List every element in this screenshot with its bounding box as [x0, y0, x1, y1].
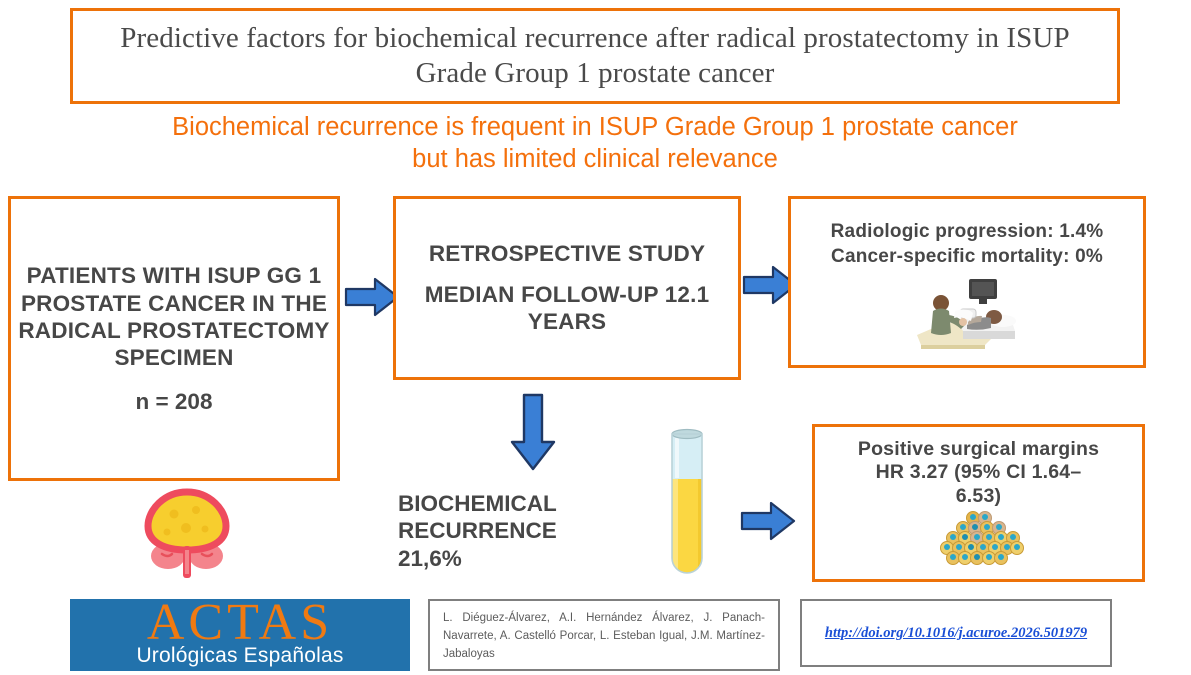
authors-list: L. Diéguez-Álvarez, A.I. Hernández Álvar… [443, 612, 765, 660]
subtitle: Biochemical recurrence is frequent in IS… [70, 112, 1120, 176]
test-tube-icon [660, 424, 714, 589]
recurrence-label: BIOCHEMICAL RECURRENCE 21,6% [398, 490, 648, 572]
arrow-right-icon [740, 500, 796, 547]
study-line-1: RETROSPECTIVE STUDY [428, 241, 706, 267]
recurrence-line-1: BIOCHEMICAL [398, 491, 557, 516]
doi-box: http://doi.org/10.1016/j.acuroe.2026.501… [800, 599, 1112, 667]
logo-subtitle: Urológicas Españolas [136, 644, 344, 668]
study-box: RETROSPECTIVE STUDY MEDIAN FOLLOW-UP 12.… [393, 196, 741, 380]
logo-title: ACTAS [146, 599, 334, 651]
page-title: Predictive factors for biochemical recur… [120, 21, 1070, 89]
arrow-right-icon [742, 264, 798, 311]
patients-heading: PATIENTS WITH ISUP GG 1 PROSTATE CANCER … [18, 263, 330, 371]
journal-logo: ACTAS Urológicas Españolas [70, 599, 410, 671]
study-line-2: MEDIAN FOLLOW-UP 12.1 YEARS [424, 281, 710, 335]
doi-link[interactable]: http://doi.org/10.1016/j.acuroe.2026.501… [824, 624, 1088, 641]
recurrence-line-2: RECURRENCE [398, 518, 557, 544]
outcomes-box: Radiologic progression: 1.4% Cancer-spec… [788, 196, 1146, 368]
arrow-right-icon [344, 276, 400, 323]
arrow-down-icon [508, 392, 558, 477]
subtitle-line-1: Biochemical recurrence is frequent in IS… [172, 113, 1018, 141]
patients-box: PATIENTS WITH ISUP GG 1 PROSTATE CANCER … [8, 196, 340, 481]
authors-box: L. Diéguez-Álvarez, A.I. Hernández Álvar… [428, 599, 780, 671]
subtitle-line-2: but has limited clinical relevance [412, 144, 778, 173]
title-box: Predictive factors for biochemical recur… [70, 8, 1120, 104]
prostate-anatomy-icon [140, 488, 234, 580]
outcome-cancer-mortality: Cancer-specific mortality: 0% [831, 246, 1103, 268]
outcome-radiologic-progression: Radiologic progression: 1.4% [830, 221, 1104, 242]
margins-line-2: HR 3.27 (95% CI 1.64–6.53) [875, 461, 1082, 507]
ultrasound-exam-icon [911, 275, 1023, 358]
patients-count: n = 208 [135, 388, 213, 414]
margins-line-1: Positive surgical margins [857, 438, 1100, 460]
recurrence-value: 21,6% [398, 545, 462, 571]
tumor-cell-cluster-icon [933, 510, 1025, 577]
margins-box: Positive surgical margins HR 3.27 (95% C… [812, 424, 1145, 582]
